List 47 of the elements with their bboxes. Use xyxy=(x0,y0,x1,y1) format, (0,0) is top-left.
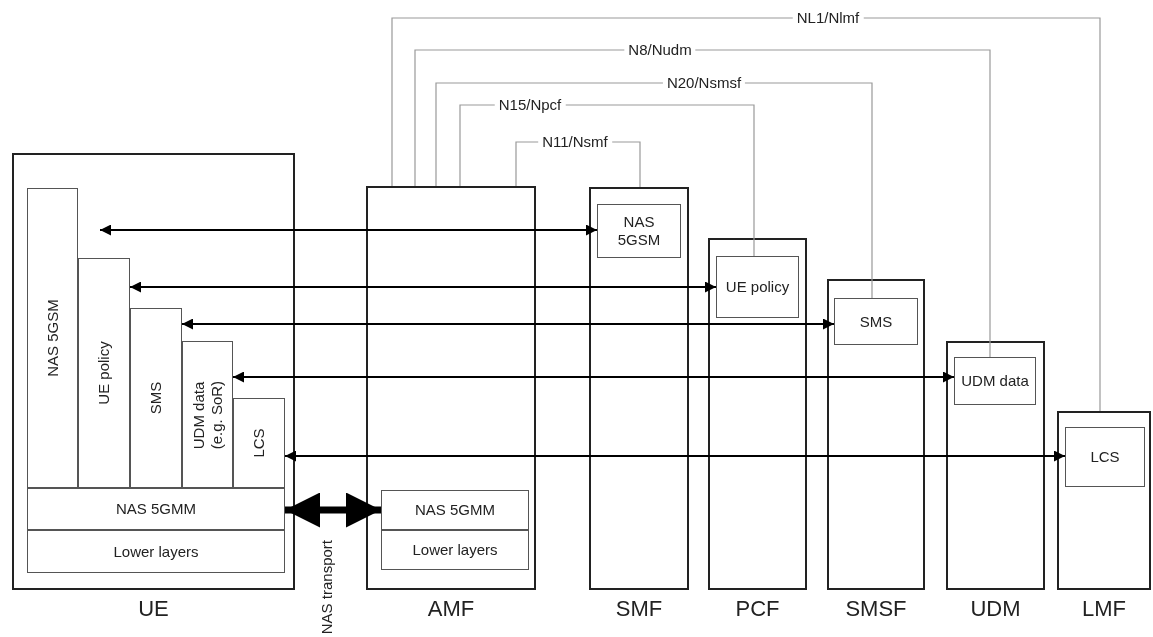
layer-label: NAS 5GMM xyxy=(115,500,197,518)
function-name: UE xyxy=(137,600,170,618)
layer-label: SMS xyxy=(858,312,894,331)
layer-label: LCS xyxy=(250,428,268,458)
function-name: AMF xyxy=(426,600,476,618)
function-name: LMF xyxy=(1081,600,1127,618)
connector-line xyxy=(435,82,873,299)
protocol-layer-box xyxy=(954,357,1036,405)
double-arrow xyxy=(182,318,834,330)
layer-label: Lower layers xyxy=(411,541,499,559)
protocol-layer-box xyxy=(130,308,182,488)
protocol-layer-box xyxy=(597,204,681,258)
layer-label: NAS 5GMM xyxy=(414,501,496,519)
double-arrow xyxy=(100,224,597,236)
function-name: UDM xyxy=(969,600,1022,618)
edge-label: N15/Npcf xyxy=(494,96,566,114)
layer-label: Lower layers xyxy=(112,542,200,561)
protocol-layer-box xyxy=(78,258,130,488)
layer-label: NAS 5GSM xyxy=(616,213,662,249)
double-arrow xyxy=(130,281,716,293)
protocol-layer-box xyxy=(834,298,918,345)
connector-line xyxy=(414,49,991,358)
protocol-layer-box xyxy=(381,490,529,530)
protocol-layer-box xyxy=(716,256,799,318)
protocol-layer-box xyxy=(182,341,233,488)
connector-line xyxy=(391,17,1101,412)
function-name: SMF xyxy=(614,600,664,618)
protocol-layer-box xyxy=(1065,427,1145,487)
layer-label: UE policy xyxy=(95,341,113,405)
layer-label: UDM data xyxy=(960,372,1030,390)
protocol-layer-box xyxy=(27,530,285,573)
connector-line xyxy=(515,141,641,188)
protocol-layer-box xyxy=(381,530,529,570)
edge-label: NAS transport xyxy=(318,540,336,635)
function-name: SMSF xyxy=(844,600,908,618)
layer-label: NAS 5GSM xyxy=(43,299,62,377)
function-name: PCF xyxy=(734,600,781,618)
double-arrow xyxy=(285,450,1065,462)
layer-label: LCS xyxy=(1089,448,1121,466)
connector-line xyxy=(459,104,755,257)
layer-label: UDM data (e.g. SoR) xyxy=(189,379,226,451)
layer-label: UE policy xyxy=(724,278,791,296)
protocol-layer-box xyxy=(27,488,285,530)
protocol-layer-box xyxy=(27,188,78,488)
protocol-layer-box xyxy=(233,398,285,488)
layer-label: SMS xyxy=(147,381,165,415)
double-arrow xyxy=(233,371,954,383)
